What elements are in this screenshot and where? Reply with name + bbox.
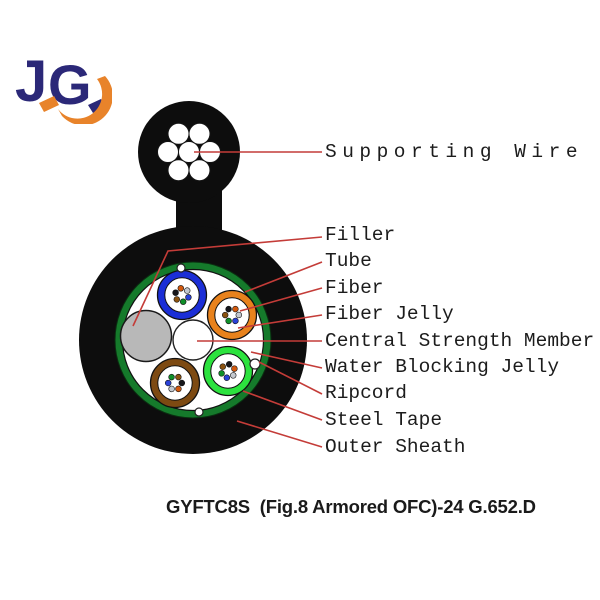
label-supporting-wire: Supporting Wire — [325, 141, 584, 163]
label-fiber: Fiber — [325, 277, 384, 299]
fiber-dot — [219, 363, 226, 370]
supporting-wire-section — [138, 101, 240, 203]
leader-outer-sheath — [236, 420, 323, 448]
fiber-cluster — [221, 305, 243, 325]
fiber-dot — [177, 285, 184, 292]
logo-orange-crescent — [58, 76, 112, 124]
label-water-blocking-jelly: Water Blocking Jelly — [325, 356, 560, 378]
leader-water-blocking-jelly — [250, 351, 323, 369]
caption: GYFTC8S (Fig.8 Armored OFC)-24 G.652.D — [166, 496, 536, 517]
fiber-jelly-core — [210, 353, 246, 389]
wire-strands — [157, 122, 221, 182]
fiber-dot — [225, 305, 232, 313]
filler-rod — [119, 309, 173, 363]
fiber-dot — [168, 385, 175, 393]
leader-fiber — [239, 287, 323, 312]
loose-tube-green — [202, 345, 254, 397]
fiber-dot — [164, 379, 172, 387]
fiber-cluster — [164, 373, 186, 393]
fiber-dot — [231, 365, 238, 372]
logo-orange-wedge — [39, 96, 59, 112]
fiber-jelly-core — [157, 365, 193, 401]
fiber-dot — [175, 385, 182, 393]
fiber-dot — [173, 296, 180, 303]
label-filler: Filler — [325, 224, 396, 246]
fiber-dot — [172, 289, 179, 296]
central-strength-member — [172, 319, 214, 361]
interstitial-filler — [176, 263, 186, 273]
wire-strand — [157, 141, 179, 163]
label-central-strength-member: Central Strength Member — [325, 330, 595, 352]
wire-strand — [167, 122, 190, 145]
fiber-dot — [179, 298, 187, 305]
leader-fiber-jelly — [237, 314, 323, 329]
fiber-dot — [232, 317, 239, 325]
ripcord — [249, 358, 261, 370]
leader-filler — [132, 236, 323, 327]
fiber-dot — [175, 373, 182, 381]
fiber-dot — [230, 372, 237, 379]
leader-tube — [244, 261, 323, 293]
label-outer-sheath: Outer Sheath — [325, 436, 466, 458]
interstitial-filler — [194, 407, 204, 417]
loose-tube-orange — [206, 289, 258, 341]
fiber-dot — [221, 311, 229, 319]
fiber-dot — [235, 311, 243, 319]
label-steel-tape: Steel Tape — [325, 409, 443, 431]
fiber-dot — [178, 379, 186, 387]
loose-tube-brown — [149, 357, 201, 409]
leader-steel-tape — [242, 390, 323, 421]
leader-lines — [132, 151, 323, 448]
leader-ripcord — [258, 361, 323, 395]
wire-strand — [188, 122, 211, 145]
loose-tube-blue — [156, 269, 208, 321]
fiber-jelly-core — [214, 297, 250, 333]
label-fiber-jelly: Fiber Jelly — [325, 303, 454, 325]
cable-body-section — [79, 226, 307, 454]
fiber-dot — [225, 361, 233, 368]
logo-orange-shapes — [39, 76, 112, 124]
label-tube: Tube — [325, 250, 372, 272]
fiber-dot — [168, 373, 175, 381]
fiber-dot — [232, 305, 239, 313]
fiber-jelly-core — [164, 277, 200, 313]
fiber-dot — [183, 287, 191, 294]
fiber-dot — [218, 370, 225, 377]
label-ripcord: Ripcord — [325, 382, 407, 404]
wire-strand — [188, 159, 211, 182]
fiber-dot — [185, 294, 192, 301]
jg-logo: J G — [15, 49, 112, 124]
fiber-dot — [225, 317, 232, 325]
fiber-cluster — [172, 285, 192, 305]
wire-strand — [167, 159, 190, 182]
fiber-cluster — [218, 361, 238, 381]
fiber-dot — [223, 374, 231, 381]
